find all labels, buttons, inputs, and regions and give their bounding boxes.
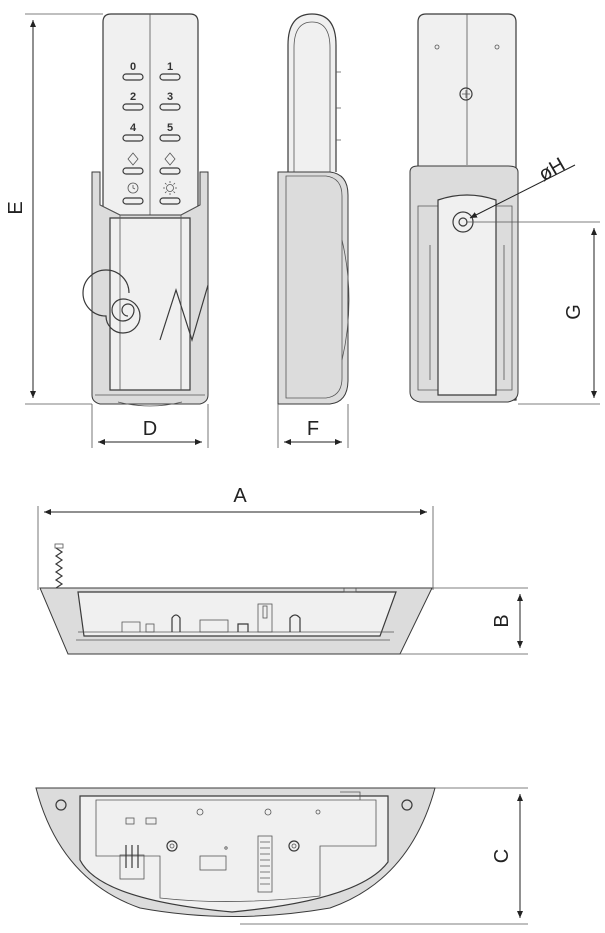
side-view: F (277, 13, 350, 448)
key-right-5[interactable]: 5 (159, 122, 181, 142)
keypad: 0 1 2 3 4 5 (122, 61, 181, 205)
light-icon (163, 181, 177, 195)
dimension-F: F (277, 404, 349, 448)
key-left-2[interactable]: 2 (122, 91, 144, 111)
dimension-label-D: D (143, 418, 157, 440)
dimension-label-H: øH (535, 154, 569, 186)
dimension-A: A (37, 485, 434, 590)
key-left-0[interactable]: 0 (122, 61, 144, 81)
pin-header (119, 845, 145, 880)
clock-key[interactable] (122, 182, 144, 205)
connector-strip (257, 835, 273, 893)
spiral-logo-icon (82, 269, 209, 343)
top-section-view: A B (37, 485, 528, 655)
screw-icon (459, 87, 473, 101)
up-arrow-icon (127, 152, 139, 166)
key-label: 0 (130, 61, 136, 73)
front-view: 0 1 2 3 4 5 (5, 13, 209, 448)
up-arrow-key-left[interactable] (122, 152, 144, 175)
side-holder (277, 171, 349, 405)
dimension-label-F: F (307, 418, 319, 440)
key-label: 1 (167, 61, 173, 73)
clock-icon (127, 182, 139, 194)
up-arrow-key-right[interactable] (159, 152, 181, 175)
key-right-3[interactable]: 3 (159, 91, 181, 111)
dimension-label-C: C (491, 849, 513, 863)
remote-side-profile (287, 13, 337, 172)
dimension-E: E (5, 13, 103, 405)
dimension-label-B: B (491, 614, 513, 627)
dimension-label-A: A (233, 485, 247, 507)
key-label: 3 (167, 91, 173, 103)
key-right-1[interactable]: 1 (159, 61, 181, 81)
dimension-C: C (240, 787, 528, 925)
key-label: 4 (130, 122, 137, 134)
bottom-plan-view: C (35, 787, 528, 925)
dimension-label-E: E (5, 201, 27, 214)
dimension-B: B (400, 587, 528, 655)
dimension-G: G (466, 221, 600, 405)
key-label: 2 (130, 91, 136, 103)
key-left-4[interactable]: 4 (122, 122, 144, 142)
up-arrow-icon (164, 152, 176, 166)
key-label: 5 (167, 122, 173, 134)
dimension-label-G: G (563, 304, 585, 320)
rear-view: øH G (409, 13, 600, 405)
spring-contact (54, 543, 64, 589)
dimension-D: D (91, 404, 209, 448)
light-key[interactable] (159, 181, 181, 205)
